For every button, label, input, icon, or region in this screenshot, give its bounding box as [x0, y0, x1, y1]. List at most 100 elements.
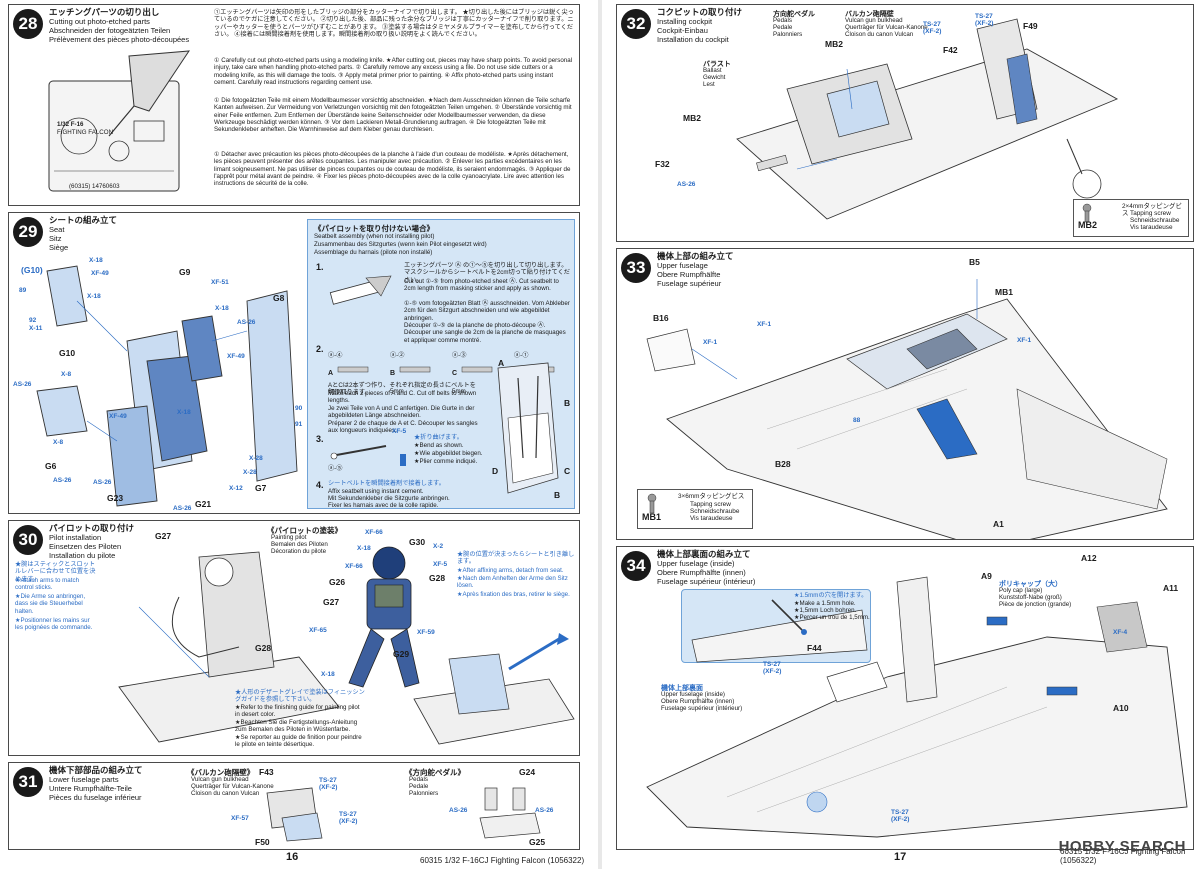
mb1-screw-jp: 3×6mmタッピングビス	[678, 493, 745, 500]
detach-note-fr: ★Après fixation des bras, retirer le siè…	[457, 591, 570, 598]
color-callout-ts27-b32: TS-27	[975, 13, 993, 20]
seat-exploded-drawing	[36, 265, 298, 507]
mb2-screw-jp: 2×4mmタッピングビス	[1122, 203, 1182, 218]
sub3-de: ★Wie abgebildet biegen.	[414, 450, 483, 457]
belt-a-len: 6mm	[328, 388, 342, 395]
step-29-title-en: Seat	[49, 225, 65, 234]
step-30-panel: 30 パイロットの取り付け Pilot installation Einsetz…	[8, 520, 580, 756]
seat-letter-b-top: B	[564, 398, 571, 408]
step-29-number: 29	[13, 217, 43, 247]
step-33-title-jp: 機体上部の組み立て	[657, 251, 734, 261]
color-callout-xf2-b34: (XF-2)	[891, 816, 910, 823]
color-callout-x8-a: X-8	[61, 371, 72, 378]
seatbelt-title-jp: 《パイロットを取り付けない場合》	[314, 224, 434, 233]
color-callout-xf57: XF-57	[231, 815, 249, 822]
part-label-g21: G21	[195, 499, 212, 509]
bulkhead-label-en: Vulcan gun bulkhead	[845, 17, 903, 24]
color-callout-ts27-a34: TS-27	[763, 661, 781, 668]
marker-92: 92	[29, 317, 37, 324]
step-31-number: 31	[13, 767, 43, 797]
painted-pilot-figure	[348, 546, 420, 688]
detach-note-de: ★Nach dem Anheften der Arme den Sitz lös…	[457, 575, 568, 590]
part-label-b28: B28	[775, 459, 791, 469]
bulkhead-label-jp: バルカン砲隔壁	[845, 11, 894, 18]
seat-letter-d: D	[492, 466, 499, 476]
color-callout-x8-b: X-8	[53, 439, 64, 446]
step-34-title-de: Obere Rumpfhälfte (innen)	[657, 568, 746, 577]
left-page-footer: 60315 1/32 F-16CJ Fighting Falcon (10563…	[420, 856, 585, 865]
finish-note-en: ★Refer to the finishing guide for painti…	[235, 704, 360, 719]
finish-note-jp: ★人形のデザートグレイで塗装はフィニッシングガイドを参照して下さい。	[235, 689, 365, 704]
seat-letter-b-bottom: B	[554, 490, 561, 500]
part-label-f44: F44	[807, 643, 822, 653]
tapping-screw-icon	[1082, 203, 1092, 223]
mb1-screw-legend: MB1 3×6mmタッピングビス Tapping screw Schneidsc…	[637, 489, 753, 529]
mb2-screw-fr: Vis taraudeuse	[1130, 224, 1173, 231]
mb2-screw-de: Schneidschraube	[1130, 217, 1180, 224]
part-label-a12: A12	[1081, 553, 1097, 563]
step-30-note-en: ★Attach arms to match control sticks.	[15, 577, 80, 592]
upper-fuselage-drawing	[646, 279, 1168, 539]
color-callout-x18-d: X-18	[177, 409, 191, 416]
step-28-de-text: ① Die fotogeätzten Teile mit einem Model…	[214, 97, 572, 134]
belt-d-part: ⓐ-①	[514, 352, 529, 359]
inside-label-en: Upper fuselage (inside)	[661, 691, 725, 698]
step-34-title-fr: Fuselage supérieur (intérieur)	[657, 577, 756, 586]
seatbelt-subbox: 《パイロットを取り付けない場合》 Seatbelt assembly (when…	[307, 219, 575, 509]
sub2-de: Je zwei Teile von A und C anfertigen. Di…	[328, 405, 475, 420]
part-label-a10: A10	[1113, 703, 1129, 713]
step-34-title-jp: 機体上部裏面の組み立て	[657, 549, 751, 559]
step-30-title: パイロットの取り付け Pilot installation Einsetzen …	[49, 524, 134, 561]
part-label-a11: A11	[1163, 583, 1179, 593]
sub2-en: Make each 2 pieces of A and C. Cut off b…	[328, 390, 477, 405]
belt-b-letter: B	[390, 370, 396, 377]
pedals-label-jp: 方向舵ペダル	[773, 11, 815, 18]
color-callout-xf1-c: XF-1	[1017, 337, 1032, 344]
bulkhead-title-fr: Cloison du canon Vulcan	[191, 790, 260, 797]
sub1-number: 1.	[316, 262, 324, 272]
step-32-title-fr: Installation du cockpit	[657, 35, 729, 44]
color-callout-xf66-a: XF-66	[365, 529, 383, 536]
seat-letter-c: C	[564, 466, 571, 476]
sub3-fr: ★Plier comme indiqué.	[414, 458, 478, 465]
color-callout-xf2-b32: (XF-2)	[975, 20, 994, 27]
belt-c: ⓐ-③ C 5mm	[452, 344, 498, 398]
sub4-number: 4.	[316, 480, 324, 490]
bulkhead-label-de: Querträger für Vulcan-Kanone	[845, 24, 928, 31]
marker-88: 88	[853, 417, 861, 424]
pedals-title-fr: Palonniers	[409, 790, 439, 797]
step-32-title-jp: コクピットの取り付け	[657, 7, 743, 17]
step-34-number: 34	[621, 551, 651, 581]
belt-a-letter: A	[328, 370, 334, 377]
cockpit-install-drawing	[736, 18, 1119, 220]
left-page-number: 16	[286, 851, 299, 863]
sub4-de: Mit Sekundenkleber die Sitzgurte anbring…	[328, 495, 450, 502]
part-label-g28-left: G28	[255, 643, 272, 653]
color-callout-xf1-b: XF-1	[703, 339, 718, 346]
color-callout-xf2-a34: (XF-2)	[763, 668, 782, 675]
color-callout-x18-c: X-18	[215, 305, 229, 312]
paint-pilot-title-de: Bemalen des Piloten	[271, 541, 328, 548]
color-callout-xf2-a31: (XF-2)	[319, 784, 338, 791]
step-29-panel: 29 シートの組み立て Seat Sitz Siège	[8, 212, 580, 514]
step-28-title: エッチングパーツの切り出し Cutting out photo-etched p…	[49, 8, 189, 45]
step-28-jp-text: ①エッチングパーツは矢印の形をしたブリッジの部分をカッターナイフで切り出します。…	[214, 9, 574, 38]
part-label-g7: G7	[255, 483, 267, 493]
color-callout-as26-c: AS-26	[53, 477, 72, 484]
belt-a-strip	[337, 366, 368, 373]
part-label-g29: G29	[393, 649, 410, 659]
sub4-jp: シートベルトを瞬間接着剤で接着します。	[328, 480, 445, 487]
part-label-g28-right: G28	[429, 573, 446, 583]
pilot-removal-drawing	[413, 633, 575, 745]
color-callout-x12: X-12	[229, 485, 243, 492]
part-label-a1: A1	[993, 519, 1004, 529]
part-label-g8: G8	[273, 293, 285, 303]
color-callout-ts27-a32: TS-27	[923, 21, 941, 28]
inside-label-de: Obere Rumpfhälfte (innen)	[661, 698, 735, 705]
step-28-number: 28	[13, 9, 43, 39]
mb1-screw-id: MB1	[642, 512, 662, 522]
color-callout-xf66-b: XF-66	[345, 563, 363, 570]
mb2-screw-en: Tapping screw	[1130, 210, 1171, 217]
sub1-fr: Découper ①-⑤ de la planche de photo-déco…	[404, 322, 566, 344]
step-28-title-de: Abschneiden der fotogeätzten Teilen	[49, 26, 171, 35]
